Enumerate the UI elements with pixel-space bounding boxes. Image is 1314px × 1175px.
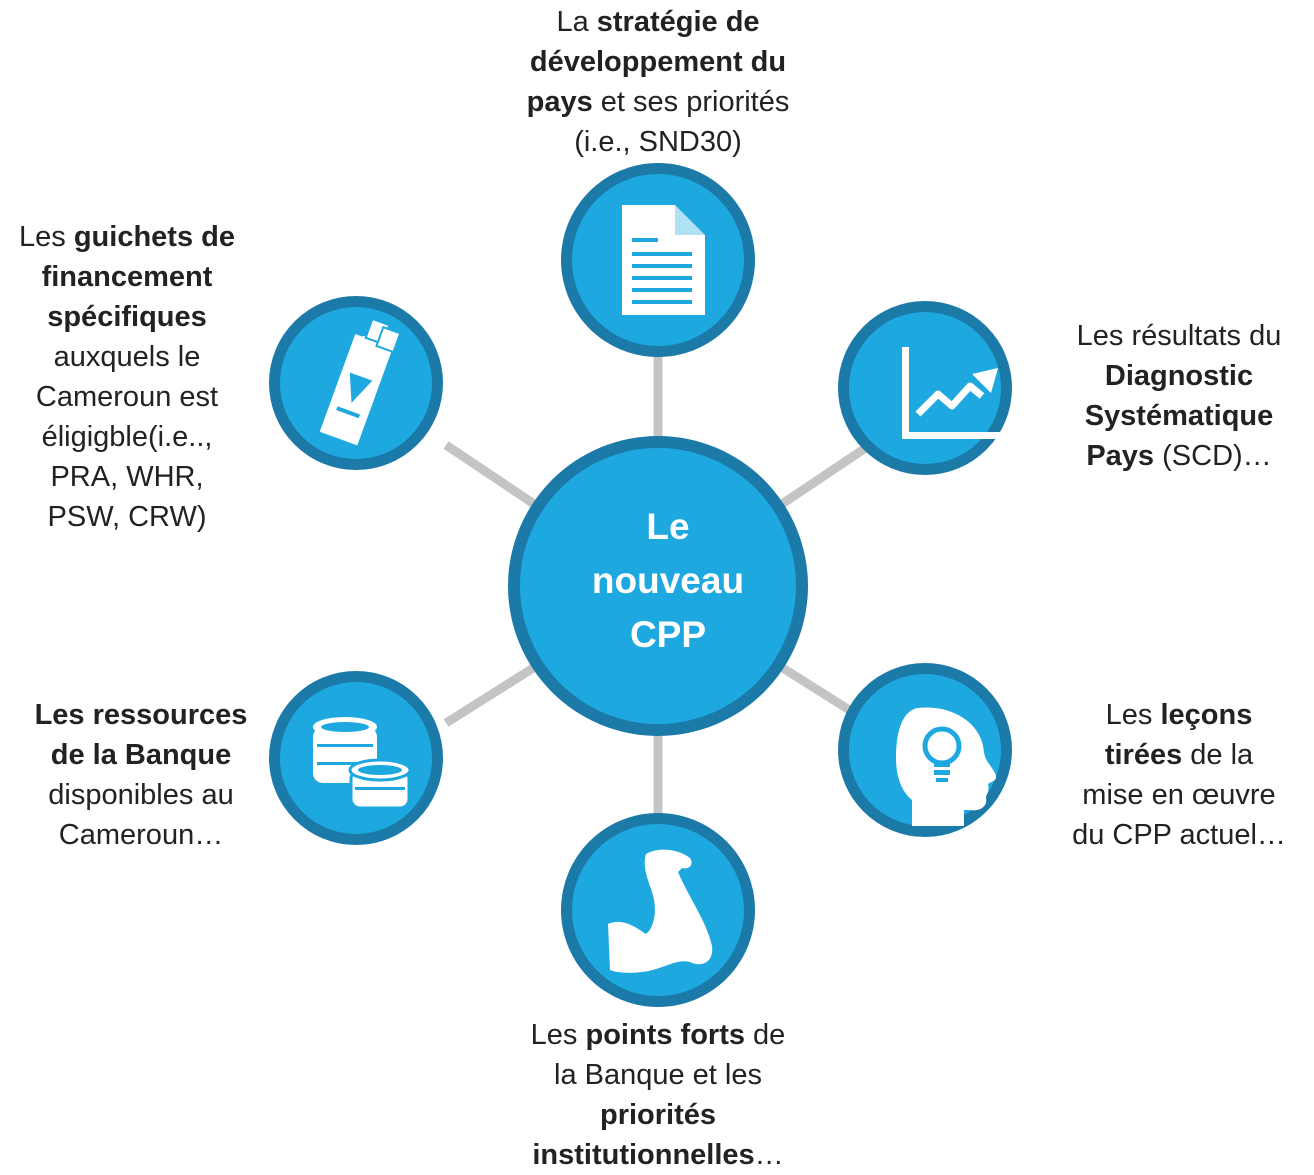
label-bold-text: financement [41,261,213,293]
label-line: Les résultats du [1054,316,1304,356]
label-text: du CPP actuel… [1072,819,1286,851]
label-bold-text: pays [526,86,593,118]
center-title-line: CPP [629,614,707,655]
label-line: de la Banque [16,735,266,775]
center-title-line: nouveau [591,560,745,601]
label-line: du CPP actuel… [1054,815,1304,855]
label-text: Cameroun… [58,819,224,851]
label-bold-text: Systématique [1084,400,1274,432]
label-line: développement du [480,42,836,82]
label-text: Les [530,1019,586,1051]
label-bold-text: spécifiques [47,301,207,333]
label-line: disponibles au [16,775,266,815]
label-line: Diagnostic [1054,356,1304,396]
head-lightbulb-icon [896,707,997,826]
label-text: (i.e., SND30) [574,126,742,158]
label-bold-text: leçons [1160,699,1253,731]
label-line: mise en œuvre [1054,775,1304,815]
label-line: Les guichets de [2,217,252,257]
label-text: et ses priorités [592,86,790,118]
label-lower-left: Les ressources de la Banque disponibles au… [16,695,266,855]
connector-upper-right [767,441,873,516]
center-node [508,436,808,736]
label-text: mise en œuvre [1082,779,1276,811]
node-upper-right [838,301,1012,475]
label-upper-left: Les guichets de financement spécifiques aux… [2,217,252,537]
label-line: auxquels le [2,337,252,377]
label-line: Les leçons [1054,695,1304,735]
label-line: Les points forts de [480,1015,836,1055]
label-bold-text: tirées [1104,739,1183,771]
label-line: (i.e., SND30) [480,122,836,162]
money-clip-icon [319,317,402,446]
label-top: La stratégie de développement du pays et s… [480,2,836,162]
label-line: La stratégie de [480,2,836,42]
label-bottom: Les points forts de la Banque et les prior… [480,1015,836,1175]
node-upper-left [269,296,443,470]
label-text: Les résultats du [1076,320,1282,352]
label-line: Les ressources [16,695,266,735]
label-bold-text: stratégie de [596,6,760,38]
document-icon [622,205,705,315]
label-line: pays et ses priorités [480,82,836,122]
label-line: Pays (SCD)… [1054,436,1304,476]
label-line: institutionnelles… [480,1135,836,1175]
label-bold-text: Diagnostic [1104,360,1254,392]
label-bold-text: priorités [599,1099,717,1131]
label-text: de [745,1019,786,1051]
label-text: Les [19,221,74,253]
label-bold-text: de la Banque [50,739,232,771]
flexed-arm-icon [608,849,713,973]
center-title-line: Le [646,506,690,547]
label-text: la Banque et les [554,1059,762,1091]
label-bold-text: points forts [585,1019,746,1051]
center-title: Le nouveau CPP [520,500,816,662]
label-line: PRA, WHR, [2,457,252,497]
label-text: … [754,1139,784,1171]
connector-lower-left [443,656,549,727]
label-text: de la [1182,739,1254,771]
label-text: éligigble(i.e.., [41,421,213,453]
growth-chart-icon [902,347,1000,439]
label-line: Cameroun est [2,377,252,417]
label-line: éligigble(i.e.., [2,417,252,457]
label-text: Cameroun est [35,381,219,413]
label-text: auxquels le [53,341,201,373]
label-line: PSW, CRW) [2,497,252,537]
coins-stack-icon [313,717,412,810]
node-lower-left [269,671,443,845]
label-line: priorités [480,1095,836,1135]
connector-upper-left [443,441,549,516]
node-top [561,163,755,357]
label-bold-text: guichets de [73,221,235,253]
label-line: financement [2,257,252,297]
label-text: La [556,6,597,38]
label-line: Cameroun… [16,815,266,855]
label-bold-text: Les ressources [34,699,248,731]
label-bold-text: développement du [529,46,787,78]
label-text: disponibles au [48,779,234,811]
label-text: PSW, CRW) [47,501,207,533]
node-bottom [561,813,755,1007]
label-text: PRA, WHR, [50,461,204,493]
label-bold-text: Pays [1086,440,1155,472]
label-line: Systématique [1054,396,1304,436]
label-line: tirées de la [1054,735,1304,775]
label-bold-text: institutionnelles [532,1139,755,1171]
label-text: Les [1105,699,1161,731]
label-line: spécifiques [2,297,252,337]
label-text: (SCD)… [1154,440,1272,472]
node-lower-right [838,663,1012,837]
label-line: la Banque et les [480,1055,836,1095]
